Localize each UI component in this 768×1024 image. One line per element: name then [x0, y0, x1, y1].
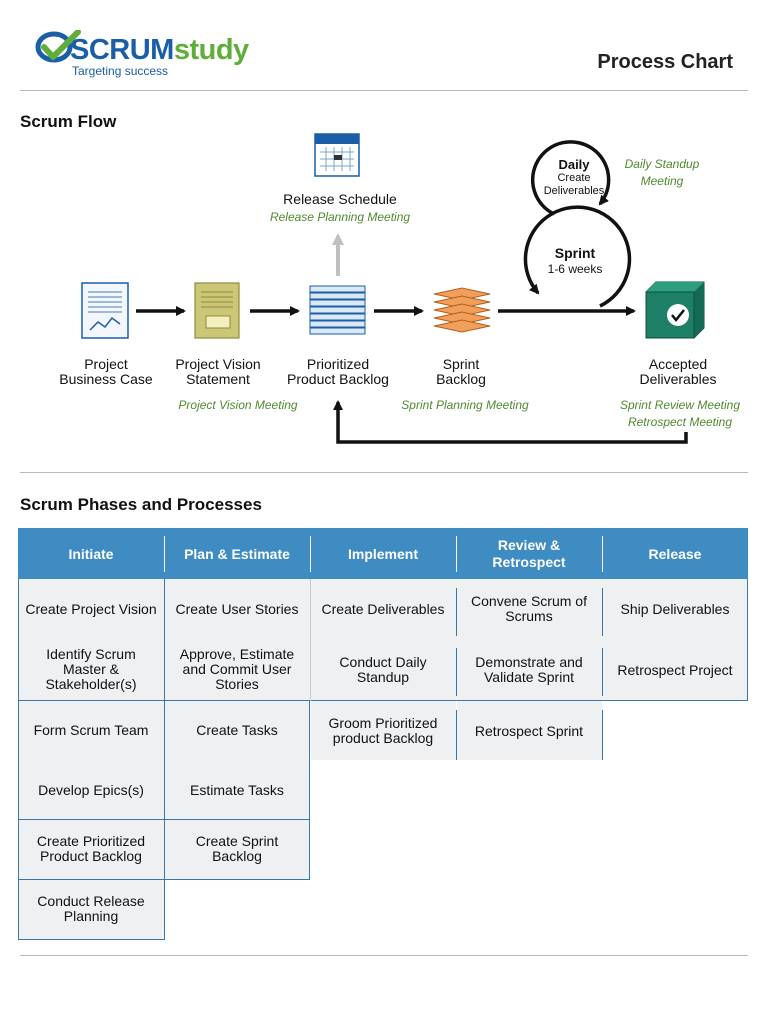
phase-band-top [18, 579, 748, 701]
release-planning-meeting: Release Planning Meeting [269, 210, 411, 224]
phases-title: Scrum Phases and Processes [20, 495, 262, 514]
plan-group-2 [164, 700, 310, 820]
sprint-backlog-icon [433, 287, 491, 333]
header-implement: Implement [310, 528, 456, 580]
scrumstudy-logo-icon [35, 30, 81, 63]
daily-cycle-arrow [530, 140, 611, 216]
process-form-scrum-team: Form Scrum Team [33, 721, 149, 738]
sprint-review-meeting: Sprint Review Meeting [619, 398, 741, 412]
review-group-2 [457, 701, 602, 760]
scrum-flow-diagram [81, 133, 705, 444]
process-identify-scrum-master: Identify Scrum Master & Stakeholder(s) [45, 645, 137, 692]
page-title: Process Chart [597, 51, 733, 73]
logo-tagline: Targeting success [72, 64, 169, 78]
header-release: Release [602, 528, 748, 580]
process-create-prioritized-backlog: Create Prioritized Product Backlog [36, 833, 146, 864]
release-schedule-label: Release Schedule [283, 191, 397, 207]
sprint-duration: 1-6 weeks [547, 262, 603, 276]
scrum-flow-title: Scrum Flow [20, 112, 117, 131]
process-create-sprint-backlog: Create Sprint Backlog [195, 833, 279, 864]
daily-title: Daily [558, 157, 590, 172]
process-conduct-daily-standup: Conduct Daily Standup [339, 654, 427, 685]
feedback-arrow [333, 400, 688, 444]
process-conduct-release-planning: Conduct Release Planning [37, 893, 145, 924]
deliverable-box-icon [645, 281, 705, 339]
initiate-group-4 [18, 879, 165, 940]
process-create-tasks: Create Tasks [196, 721, 278, 738]
process-demonstrate-validate-sprint: Demonstrate and Validate Sprint [475, 654, 583, 685]
process-develop-epics: Develop Epics(s) [38, 781, 144, 798]
process-create-deliverables: Create Deliverables [321, 600, 445, 617]
process-retrospect-project: Retrospect Project [617, 661, 733, 678]
header-plan-estimate: Plan & Estimate [164, 528, 310, 580]
project-vision-meeting: Project Vision Meeting [178, 398, 298, 412]
retrospect-meeting: Retrospect Meeting [627, 415, 733, 429]
sprint-title: Sprint [554, 245, 596, 261]
initiate-group-2 [18, 700, 165, 820]
calendar-icon [314, 133, 360, 177]
process-create-user-stories: Create User Stories [175, 600, 299, 617]
backlog-stack-icon [309, 285, 366, 335]
header-initiate: Initiate [18, 528, 164, 580]
process-groom-backlog: Groom Prioritized product Backlog [328, 715, 438, 746]
divider [20, 90, 748, 91]
process-retrospect-sprint: Retrospect Sprint [474, 722, 584, 739]
sprint-cycle-arrow [523, 205, 632, 308]
process-ship-deliverables: Ship Deliverables [620, 600, 730, 617]
divider [20, 472, 748, 473]
process-approve-user-stories: Approve, Estimate and Commit User Storie… [179, 645, 295, 692]
plan-group-3 [164, 819, 310, 880]
logo-wordmark: SCRUMstudy [70, 34, 249, 66]
divider [20, 955, 748, 956]
process-create-project-vision: Create Project Vision [25, 600, 157, 617]
implement-group-2 [311, 701, 456, 760]
header-review-retrospect: Review & Retrospect [456, 528, 602, 580]
process-estimate-tasks: Estimate Tasks [190, 781, 284, 798]
process-convene-scrum-of-scrums: Convene Scrum of Scrums [471, 593, 587, 624]
sprint-planning-meeting: Sprint Planning Meeting [401, 398, 529, 412]
document-chart-icon [81, 282, 129, 339]
vision-statement-icon [194, 282, 240, 339]
